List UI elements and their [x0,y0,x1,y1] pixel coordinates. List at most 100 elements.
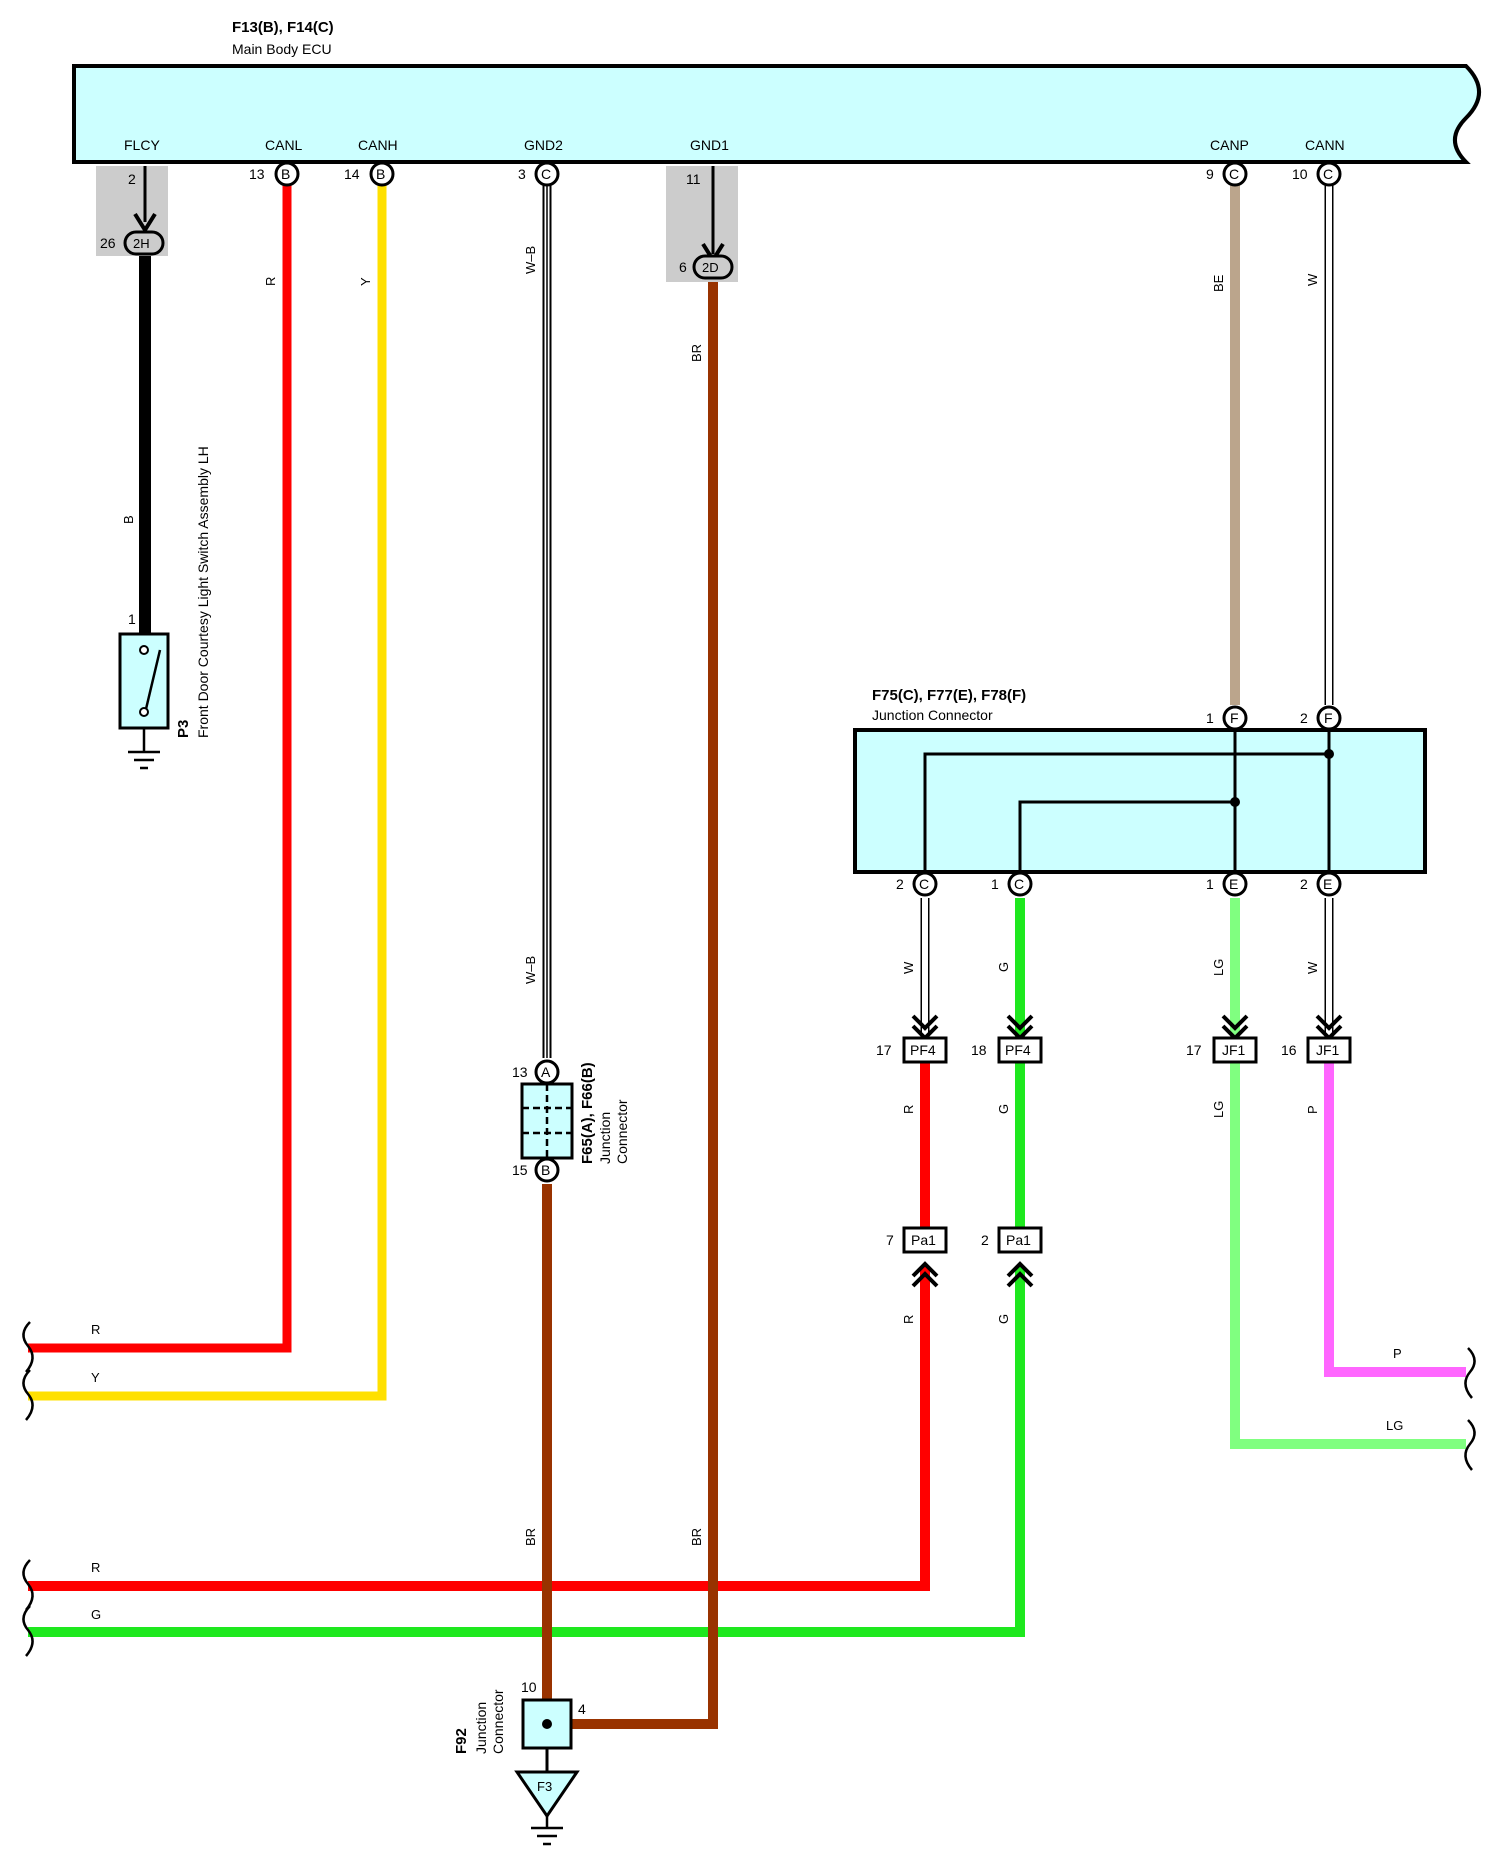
switch-contact-bottom [139,707,149,717]
label-r-canl: R [263,277,278,286]
junction-title: F75(C), F77(E), F78(F) [872,687,1026,704]
arrows-pf4-jf1 [911,1014,1343,1041]
inline-2h-label: 2H [133,236,150,251]
badge-cann: C [1323,166,1333,182]
label-y-left: Y [91,1370,100,1385]
pin-cann: CANN [1305,137,1345,153]
inline-2d-label: 2D [702,260,719,275]
inline-2d-badge [692,254,734,280]
f92-line1: Junction [473,1702,489,1754]
label-p-jf1: P [1305,1105,1320,1114]
label-wb-top: W–B [523,246,538,274]
ecu-subtitle: Main Body ECU [232,41,332,57]
num-canh: 14 [344,166,360,182]
label-lg-e1: LG [1211,959,1226,976]
arrows-pa1 [911,1261,1034,1288]
inline-2h-num: 26 [100,235,116,251]
pin-canp: CANP [1210,137,1249,153]
jf1-num-2: 16 [1281,1042,1297,1058]
splice-dot-2 [1230,797,1240,807]
num-c1: 1 [991,876,999,892]
switch-contact-top [139,645,149,655]
ecu-pin-badges [274,161,1342,187]
label-br-f65: BR [523,1528,538,1546]
f65-code: F65(A), F66(B) [579,1062,596,1164]
label-br-gnd1-low: BR [689,1528,704,1546]
pin-gnd2: GND2 [524,137,563,153]
num-f2: 2 [1300,710,1308,726]
label-lg-jf1: LG [1211,1101,1226,1118]
num-e2: 2 [1300,876,1308,892]
num-gnd1: 11 [686,171,701,187]
label-g-pf4: G [996,1104,1011,1114]
switch-pin: 1 [128,611,136,627]
badge-e2: E [1323,876,1332,892]
jf1-label-2: JF1 [1316,1042,1340,1058]
pf4-label-2: PF4 [1005,1042,1031,1058]
badge-gnd2: C [541,166,551,182]
junction-pin-badges [912,705,1342,897]
badge-canh: B [376,166,385,182]
jf1-num-1: 17 [1186,1042,1202,1058]
pf4-jf1-boxes [902,1036,1352,1064]
label-wb-bottom: W–B [523,956,538,984]
pa1-boxes [902,1226,1043,1254]
f92-num-10: 10 [521,1679,537,1695]
f65-line2: Connector [614,1099,630,1164]
pf4-label-1: PF4 [910,1042,936,1058]
f92-splice-dot [542,1719,552,1729]
ground-icon-f3 [531,1826,563,1846]
label-w-e2: W [1305,961,1320,974]
junction-line-3 [923,752,1329,872]
wire-gnd1-br [568,282,718,1729]
num-flcy: 2 [128,171,136,187]
label-r-pa1: R [901,1315,916,1324]
f92-code: F92 [453,1728,470,1754]
f65-pin-badges [534,1059,560,1183]
label-y-canh: Y [358,277,373,286]
label-b: B [121,515,136,524]
f3-ground-point [514,1770,580,1819]
num-gnd2: 3 [518,166,526,182]
label-g-c1: G [996,962,1011,972]
wire-pa1-r [28,1266,930,1591]
pf4-num-2: 18 [971,1042,987,1058]
splice-dot-1 [1324,749,1334,759]
f65-badge-b: B [541,1162,550,1178]
pf4-num-1: 17 [876,1042,892,1058]
label-lg-right: LG [1386,1418,1403,1433]
switch-name: Front Door Courtesy Light Switch Assembl… [195,446,211,738]
switch-blade [144,649,162,710]
label-w-cann: W [1305,273,1320,286]
num-canp: 9 [1206,166,1214,182]
harness-break-left [22,1321,34,1657]
junction-subtitle: Junction Connector [872,707,993,723]
main-body-ecu-box [72,64,1481,164]
pa1-num-2: 2 [981,1232,989,1248]
label-g-left: G [91,1607,101,1622]
label-r-pf4: R [901,1105,916,1114]
f65-line1: Junction [597,1112,613,1164]
wire-jf1-p [1324,1062,1466,1377]
arrow-2h [133,212,157,234]
badge-e1: E [1229,876,1238,892]
wire-canl-r [28,184,292,1353]
wire-pa1-g [28,1266,1025,1637]
pin-canh: CANH [358,137,398,153]
ecu-title: F13(B), F14(C) [232,19,334,36]
junction-line-4 [1018,800,1235,872]
label-g-pa1: G [996,1314,1011,1324]
num-cann: 10 [1292,166,1308,182]
pin-flcy: FLCY [124,137,160,153]
badge-canl: B [281,166,290,182]
f92-line2: Connector [490,1689,506,1754]
badge-c2: C [919,876,929,892]
harness-break-right [1464,1347,1476,1471]
label-p-right: P [1393,1346,1402,1361]
f92-num-4: 4 [578,1701,586,1717]
inline-2d-num: 6 [679,259,687,275]
badge-c1: C [1014,876,1024,892]
num-c2: 2 [896,876,904,892]
wire-jf1-lg [1230,1062,1466,1449]
